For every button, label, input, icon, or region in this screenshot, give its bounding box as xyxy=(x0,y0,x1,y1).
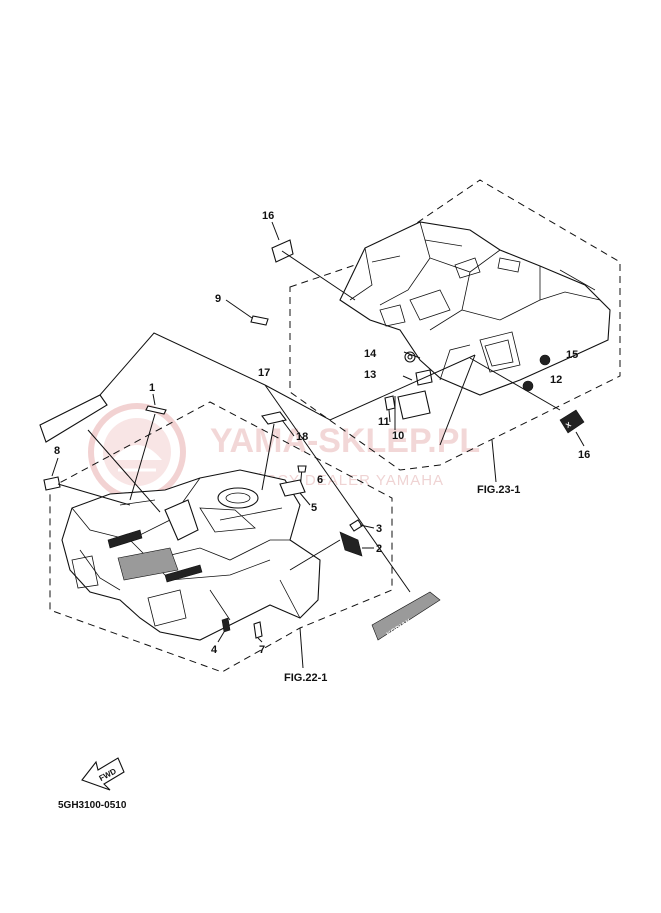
callout-14: 14 xyxy=(364,348,377,360)
diagram-part-code: 5GH3100-0510 xyxy=(58,800,127,811)
callout-labels: 16 9 14 13 11 10 15 12 16 1 17 18 8 6 5 … xyxy=(51,210,590,656)
callout-12: 12 xyxy=(550,374,562,386)
callout-16-bottom: 16 xyxy=(578,449,590,461)
watermark-brand: YAMA-SKLEP.PL xyxy=(210,422,480,460)
callout-5: 5 xyxy=(311,502,317,514)
callout-3: 3 xyxy=(376,523,382,535)
callout-7: 7 xyxy=(259,644,265,656)
emblem-16: X xyxy=(559,409,585,434)
callout-16-top: 16 xyxy=(262,210,274,222)
callout-15: 15 xyxy=(566,349,578,361)
callout-18: 18 xyxy=(296,431,308,443)
rear-fender xyxy=(339,221,611,396)
callout-9: 9 xyxy=(215,293,221,305)
figure-ref-front: FIG.22-1 xyxy=(284,672,327,684)
callout-13: 13 xyxy=(364,369,376,381)
rear-small-parts: X xyxy=(250,239,585,446)
kodiak-decal: KODIAK xyxy=(371,591,441,641)
callout-8: 8 xyxy=(54,445,60,457)
figure-ref-rear: FIG.23-1 xyxy=(477,484,520,496)
callout-4: 4 xyxy=(211,644,218,656)
callout-17: 17 xyxy=(258,367,270,379)
front-fender xyxy=(61,469,321,641)
fwd-arrow-icon: FWD xyxy=(81,757,125,791)
rear-fender-group-outline xyxy=(289,179,621,471)
callout-10: 10 xyxy=(392,430,404,442)
watermark-logo-icon xyxy=(88,403,186,501)
callout-2: 2 xyxy=(376,543,382,555)
callout-6: 6 xyxy=(317,474,323,486)
front-fender-group-outline xyxy=(49,401,393,673)
front-small-parts: KODIAK xyxy=(39,332,476,641)
svg-text:X: X xyxy=(565,421,573,430)
callout-11: 11 xyxy=(378,416,390,428)
callout-1: 1 xyxy=(149,382,155,394)
